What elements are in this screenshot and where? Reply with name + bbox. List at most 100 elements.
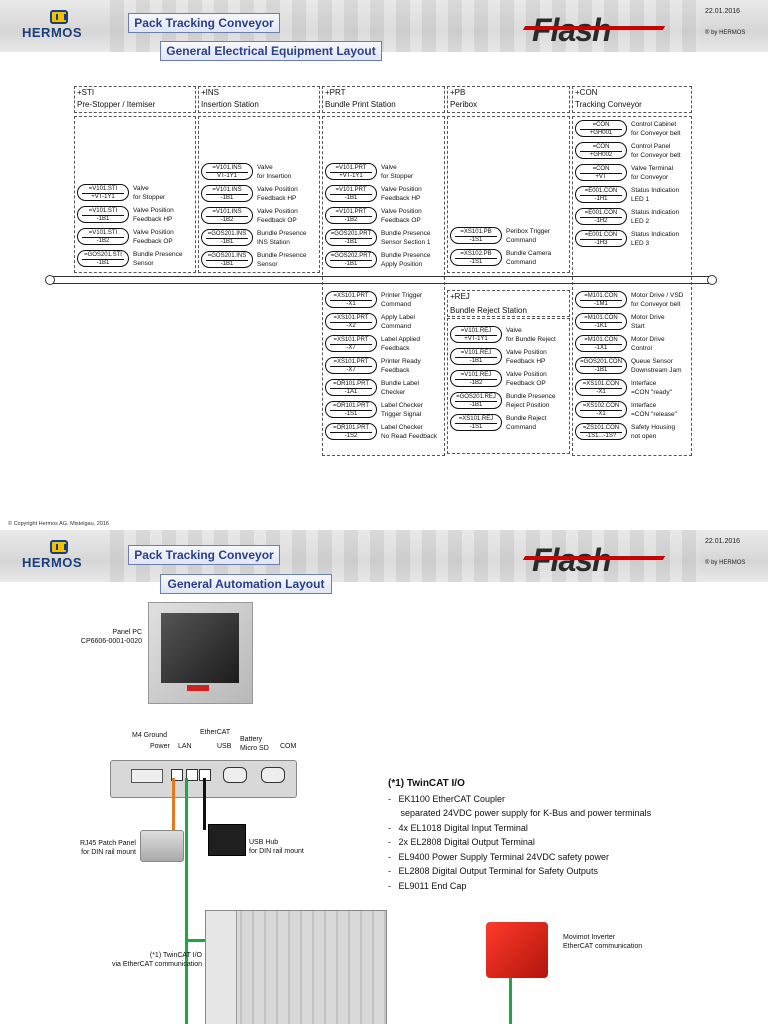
device-tag-id: =V101.INS — [206, 165, 248, 173]
twincat-io-rack-image — [205, 910, 387, 1024]
device-tag-id: =M101.CON — [580, 337, 622, 345]
station-column — [322, 116, 445, 456]
device-description: Motor Drive / VSD for Conveyor belt — [631, 292, 684, 308]
station-code: +STI — [77, 88, 95, 97]
device-tag: =E001.CON-1H3 — [575, 230, 627, 247]
device-tag: =M101.CON-1M1 — [575, 291, 627, 308]
device-tag: =XS101.PRT-X7 — [325, 357, 377, 374]
port-battery: Battery Micro SD — [240, 736, 269, 752]
device-tag: =GOS201.INS-1B1 — [201, 251, 253, 268]
device-tag-sub: -X2 — [346, 323, 356, 329]
product-title: Pack Tracking Conveyor — [128, 13, 280, 33]
device-tag-sub: -1S1 — [344, 411, 358, 417]
device-tag-sub: +GH002 — [589, 152, 613, 158]
device-tag-id: =GOS201.STI — [82, 252, 124, 260]
device-tag-sub: -1S1 — [469, 237, 483, 243]
device-description: Printer Ready Feedback — [381, 358, 421, 374]
device-tag-id: =E001.CON — [580, 210, 622, 218]
device-tag-id: =ZS101.CON — [580, 425, 622, 433]
device-description: Motor Drive Start — [631, 314, 665, 330]
device-tag: =V101.REJ+VT-1Y1 — [450, 326, 502, 343]
port-lan: LAN — [178, 743, 192, 750]
slide-header-2: HERMOS Pack Tracking Conveyor Flash 22.0… — [0, 530, 768, 582]
station-header-box — [447, 86, 570, 113]
device-description: Valve Position Feedback OP — [506, 371, 547, 387]
station-name: Bundle Print Station — [325, 100, 396, 109]
device-description: Motor Drive Control — [631, 336, 665, 352]
device-tag-id: =GOS201.INS — [206, 231, 248, 239]
device-tag-sub: -X1 — [596, 411, 606, 417]
station-header-box — [74, 86, 196, 113]
device-description: Printer Trigger Command — [381, 292, 423, 308]
device-description: Control Panel for Conveyor belt — [631, 143, 681, 159]
device-tag-sub: -1H3 — [594, 240, 608, 246]
device-description: Valve Position Feedback OP — [257, 208, 298, 224]
device-tag: =OR101.PRT-1S1 — [325, 401, 377, 418]
device-tag: =V101.INS-1B1 — [201, 185, 253, 202]
device-tag: =XS101.PRT-X7 — [325, 335, 377, 352]
station-code: +PB — [450, 88, 466, 97]
device-tag-id: =GOS201.CON — [580, 359, 622, 367]
device-description: Label Applied Feedback — [381, 336, 421, 352]
device-tag-sub: -1B2 — [96, 238, 110, 244]
device-tag-sub: -1S1 — [469, 424, 483, 430]
device-tag-sub: -1A1 — [344, 389, 358, 395]
station-column — [447, 116, 570, 273]
device-tag-id: =XS101.REJ — [455, 416, 497, 424]
twincat-item: - EL9011 End Cap — [388, 880, 467, 891]
device-tag-sub: -1B1 — [469, 402, 483, 408]
device-description: Bundle Presence Sensor — [257, 252, 307, 268]
station-code: +CON — [575, 88, 598, 97]
device-tag-id: =V101.REJ — [455, 328, 497, 336]
station-code: +INS — [201, 88, 220, 97]
device-tag-id: =OR101.PRT — [330, 403, 372, 411]
device-tag: =XS101.PRT-X1 — [325, 291, 377, 308]
device-tag-sub: -1S1 — [469, 259, 483, 265]
device-tag-id: =V101.PRT — [330, 209, 372, 217]
device-description: Valve Position Feedback OP — [381, 208, 422, 224]
station-code-rej: +REJ — [450, 292, 470, 301]
flash-brand-2: Flash — [532, 542, 612, 578]
device-tag-id: =OR101.PRT — [330, 381, 372, 389]
device-tag-id: =V101.PRT — [330, 187, 372, 195]
device-tag-id: =GOS201.PRT — [330, 231, 372, 239]
device-description: Valve for Stopper — [381, 164, 414, 180]
device-tag: =OR101.PRT-1A1 — [325, 379, 377, 396]
twincat-io-label: (*1) TwinCAT I/O via EtherCAT communicat… — [112, 952, 202, 968]
twincat-item: - 2x EL2808 Digital Output Terminal — [388, 837, 535, 847]
device-tag-id: =V101.STI — [82, 186, 124, 194]
device-tag-id: =E001.CON — [580, 232, 622, 240]
device-tag-sub: -1X1 — [594, 345, 608, 351]
twincat-heading: (*1) TwinCAT I/O — [388, 778, 465, 789]
port-power: Power — [150, 743, 170, 750]
device-description: Valve for Bundle Reject — [506, 327, 556, 343]
device-description: Valve Position Feedback HP — [506, 349, 547, 365]
usb-cable — [203, 778, 206, 830]
device-tag: =XS102.CON-X1 — [575, 401, 627, 418]
device-tag: =V101.PRT-1B1 — [325, 185, 377, 202]
conveyor-belt — [45, 275, 717, 285]
device-tag-sub: -1B1 — [220, 261, 234, 267]
device-tag-sub: -1K1 — [594, 323, 608, 329]
port-ethercat: EtherCAT — [200, 729, 231, 736]
twincat-item: - EL9400 Power Supply Terminal 24VDC saf… — [388, 851, 609, 862]
twincat-item: - EL2808 Digital Output Terminal for Saf… — [388, 866, 598, 876]
twincat-item: separated 24VDC power supply for K-Bus a… — [388, 808, 652, 818]
device-tag: =V101.REJ-1B1 — [450, 348, 502, 365]
device-tag-id: =XS101.PRT — [330, 315, 372, 323]
station-name: Pre-Stopper / Itemiser — [77, 100, 156, 109]
device-tag: =XS101.PB-1S1 — [450, 227, 502, 244]
station-header-box — [198, 86, 320, 113]
device-tag: =OR101.PRT-1S2 — [325, 423, 377, 440]
device-description: Interface =CON "release" — [631, 402, 677, 418]
station-header-box — [322, 86, 445, 113]
device-tag: =M101.CON-1X1 — [575, 335, 627, 352]
device-description: Valve Position Feedback HP — [257, 186, 298, 202]
panel-pc-image — [148, 602, 253, 704]
device-description: Interface =CON "ready" — [631, 380, 672, 396]
device-tag: =GOS201.PRT-1B1 — [325, 229, 377, 246]
device-description: Apply Label Command — [381, 314, 415, 330]
rj45-label: RJ45 Patch Panel for DIN rail mount — [79, 840, 136, 856]
device-tag-sub: -1B1 — [469, 358, 483, 364]
device-description: Status Indication LED 1 — [631, 187, 680, 203]
